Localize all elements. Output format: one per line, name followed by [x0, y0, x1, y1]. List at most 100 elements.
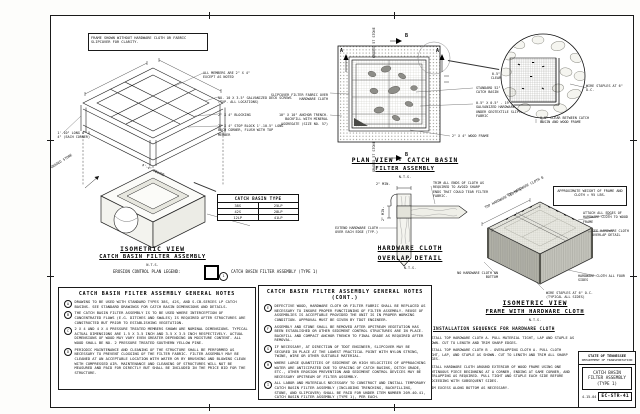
legend-item-label: CATCH BASIN FILTER ASSEMBLY (TYPE 1) [231, 269, 318, 274]
drawing-title-line3: (TYPE 1) [596, 381, 618, 387]
note-text: THE CATCH BASIN FILTER ASSEMBLY IS TO BE… [74, 311, 246, 325]
sediment-stones [367, 65, 420, 123]
note-letter: D [64, 347, 72, 356]
drawing-number: EC-STR-41 [598, 392, 632, 402]
note-text: ALL LABOR AND MATERIALS NECESSARY TO CON… [274, 381, 426, 400]
drawing-title-line2: FILTER ASSEMBLY [588, 375, 626, 381]
border-tick [630, 140, 637, 141]
general-notes-left-box: CATCH BASIN FILTER ASSEMBLY GENERAL NOTE… [58, 287, 256, 390]
label-clear-dim: 0.5" CLEAR [490, 72, 502, 81]
installation-step: INSTALL HARDWARE CLOTH AROUND EXTERIOR O… [427, 364, 570, 383]
section-letter-b-top: B [405, 33, 409, 39]
weight-note: APPROXIMATE WEIGHT OF FRAME AND CLOTH = … [553, 186, 627, 206]
section-letter-a-left: A [340, 48, 344, 54]
installation-title: INSTALLATION SEQUENCE FOR HARDWARE CLOTH [433, 327, 555, 332]
plan-title-line1: PLAN VIEW - CATCH BASIN [351, 157, 459, 164]
note-letter: I [264, 381, 272, 390]
label-wire-staples: WIRE STAPLES AT 6" O.C. [586, 84, 623, 93]
overlap-dim-left: 2" MIN. [381, 206, 385, 221]
agency-department: DEPARTMENT OF TRANSPORTATION [579, 358, 635, 365]
label-anchor-trench: 10" X 10" ANCHOR TRENCH. BACKFILL WITH M… [279, 113, 328, 126]
detail-callout-circle [417, 41, 451, 75]
overlap-dim-top: 2" MIN. [376, 182, 391, 186]
iso-cloth-title: ISOMETRIC VIEW [502, 300, 568, 307]
corner-wedge [354, 118, 368, 126]
drawing-title-box: CATCH BASIN FILTER ASSEMBLY (TYPE 1) [582, 366, 632, 391]
overlap-title-line2: OVERLAP DETAIL [377, 255, 443, 262]
border-tick [630, 276, 637, 277]
note-letter: H [264, 360, 272, 369]
note-letter: B [64, 311, 72, 320]
border-tick [394, 404, 395, 411]
cloth-overlap-seam [513, 212, 569, 242]
installation-step: INSTALL TOP HARDWARE CLOTH A. PULL MATER… [427, 336, 575, 345]
label-clear-between: 0.5" CLEAR BETWEEN CATCH BASIN AND WOOD … [540, 116, 589, 125]
installation-step: TRIM EXCESS ALONG BOTTOM AS NECESSARY. [427, 386, 510, 391]
label-graded-stone-top: GRADED 57 STONE [372, 27, 376, 58]
border-tick [209, 12, 210, 19]
border-tick [47, 140, 54, 141]
agency-name: STATE OF TENNESSEE [588, 354, 626, 358]
label-stop-block: 2" X 4" STOP BLOCK 1'-10.5" LONG EACH CO… [218, 124, 284, 137]
iso-frame-drawing [62, 58, 250, 248]
note-text: ASSEMBLY AND STONE SHALL BE REMOVED AFTE… [274, 324, 424, 343]
label-see-overlap-detail: SEE HARDWARE CLOTH OVERLAP DETAIL [592, 229, 629, 238]
border-tick [209, 404, 210, 411]
frame-clarity-note: FRAME SHOWN WITHOUT HARDWARE CLOTH OR FA… [88, 33, 208, 51]
label-screws: NO. 10 X 3.5" GALVANIZED DECK SCREWS (TY… [218, 96, 292, 105]
corner-detail-drawing [500, 33, 588, 123]
note-text: IF NECESSARY, AT DIRECTION OF TDOT ENGIN… [274, 345, 419, 359]
iso-cloth-drawing [481, 198, 615, 291]
border-tick [47, 276, 54, 277]
overlap-detail-drawing [379, 185, 468, 267]
section-letter-b-bottom: B [405, 152, 409, 158]
note-letter: F [264, 324, 272, 333]
general-notes-right-title: CATCH BASIN FILTER ASSEMBLY GENERAL NOTE… [266, 288, 424, 301]
table-header: CATCH BASIN TYPE [217, 194, 299, 203]
label-wood-frame: 2" X 4" WOOD FRAME [452, 134, 489, 138]
wood-frame-edges [510, 58, 560, 106]
plan-scale: N.T.S. [398, 175, 412, 179]
legend-number-badge: 1 [219, 272, 228, 281]
note-letter: G [264, 345, 272, 353]
note-text: WHERE LARGE QUANTITIES OF SEDIMENT OR HI… [274, 360, 426, 379]
title-block-footer: 4-15-04 EC-STR-41 [582, 392, 632, 402]
installation-step: INSTALL TOP HARDWARE CLOTH B - OVERLAPPI… [427, 348, 568, 362]
label-galvanized-cloth: 0.5" X 0.5" - 19 GA. GALVANIZED HARDWARE… [476, 101, 530, 118]
label-trim-ends: TRIM ALL ENDS OF CLOTH AS REQUIRED TO AV… [433, 181, 489, 198]
section-letter-a-right: A [436, 48, 440, 54]
note-text: DEFECTIVE WOOD, HARDWARE CLOTH OR FILTER… [274, 304, 426, 322]
label-members: ALL MEMBERS ARE 2" X 4" EXCEPT AS NOTED [203, 71, 250, 80]
note-text: DRAWING TO BE USED WITH STANDARD TYPES 3… [74, 300, 237, 309]
iso-cloth-subtitle: FRAME WITH HARDWARE CLOTH [485, 309, 585, 315]
iso-cloth-scale: N.T.S. [528, 318, 542, 322]
note-letter: E [264, 304, 272, 312]
note-letter: A [64, 300, 72, 308]
wire-staples [517, 62, 545, 90]
corner-posts [487, 228, 593, 284]
label-attach-edges: ATTACH ALL EDGES OF HARDWARE CLOTH TO WO… [583, 211, 628, 224]
iso-frame-title: ISOMETRIC VIEW [120, 246, 185, 253]
legend-label: EROSION CONTROL PLAN LEGEND: [113, 269, 181, 274]
label-extend-cloth: EXTEND HARDWARE CLOTH OVER EACH EDGE (TY… [335, 226, 378, 235]
label-blocking: 2" X 4" BLOCKING [218, 113, 251, 117]
general-notes-left-title: CATCH BASIN FILTER ASSEMBLY GENERAL NOTE… [78, 290, 236, 297]
stone-texture [501, 35, 585, 118]
overlap-title-line1: HARDWARE CLOTH [377, 245, 443, 252]
catch-basin-body [100, 169, 250, 248]
note-text: 2 X 4 AND 4 X 4 PRESSURE TREATED MEMBERS… [74, 327, 248, 345]
border-tick [394, 12, 395, 19]
plan-view-drawing [330, 38, 474, 161]
note-text: PERIODIC MAINTENANCE AND CLEANING OF THE… [74, 347, 246, 375]
installation-steps: INSTALL TOP HARDWARE CLOTH A. PULL MATER… [427, 336, 575, 391]
hardware-cloth-patch [509, 57, 557, 103]
